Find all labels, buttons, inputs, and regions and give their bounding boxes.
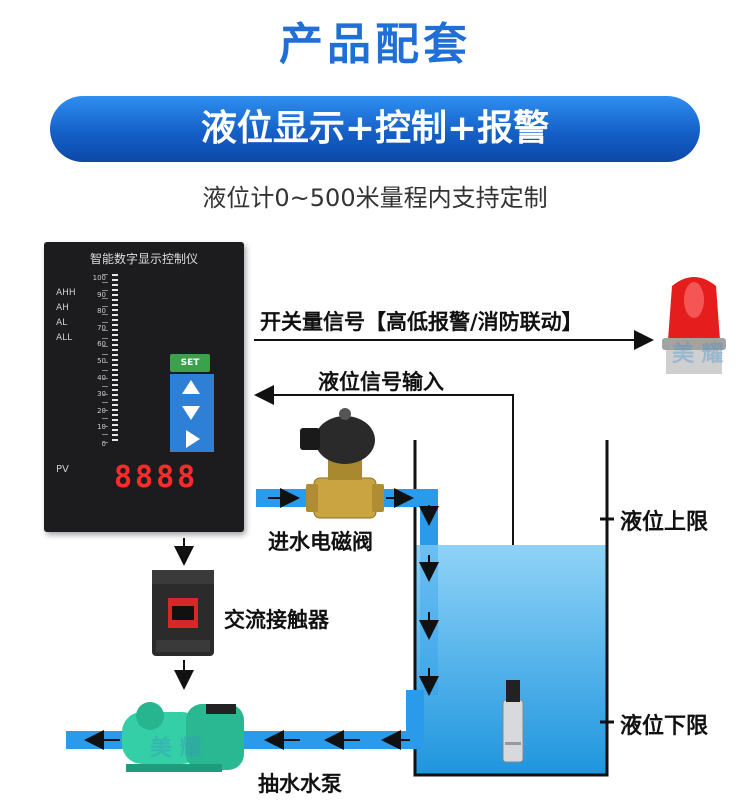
- valve-label: 进水电磁阀: [268, 530, 373, 554]
- pump-label: 抽水水泵: [258, 772, 342, 796]
- bargraph: [112, 274, 118, 444]
- alarm-label-ahh: AHH: [56, 288, 76, 298]
- scale-tick: 60: [86, 336, 106, 353]
- contactor-label: 交流接触器: [224, 608, 329, 632]
- water-pump-icon: [122, 702, 244, 772]
- controller-title: 智能数字显示控制仪: [89, 252, 198, 266]
- right-arrow-icon[interactable]: [186, 430, 200, 448]
- level-sensor-icon: [502, 680, 524, 763]
- scale-tick: 10: [86, 419, 106, 436]
- digital-controller: 智能数字显示控制仪 AHH AH AL ALL 100 90 80 70 60 …: [44, 242, 244, 532]
- upper-limit-label: 液位上限: [620, 510, 709, 535]
- scale-tick: 20: [86, 403, 106, 420]
- range-subtitle: 液位计0~500米量程内支持定制: [202, 184, 548, 212]
- watermark-pump: 美 耀: [150, 736, 202, 761]
- pv-label: PV: [56, 464, 69, 475]
- bar-scale: 100 90 80 70 60 50 40 30 20 10 0: [86, 270, 106, 453]
- solenoid-valve-icon: [300, 408, 384, 519]
- switch-signal-label: 开关量信号【高低报警/消防联动】: [260, 310, 583, 334]
- scale-tick: 50: [86, 353, 106, 370]
- alarm-label-al: AL: [56, 318, 68, 328]
- scale-tick: 90: [86, 287, 106, 304]
- set-button[interactable]: SET: [170, 354, 210, 372]
- up-arrow-icon[interactable]: [182, 380, 200, 394]
- page-title: 产品配套: [279, 19, 471, 70]
- led-display: 8888: [114, 460, 199, 495]
- lower-limit-label: 液位下限: [620, 714, 709, 739]
- alarm-light-icon: [662, 277, 726, 374]
- inlet-pipe: [256, 488, 439, 696]
- outlet-pipe: [66, 690, 424, 750]
- down-arrow-icon[interactable]: [182, 406, 200, 420]
- scale-tick: 80: [86, 303, 106, 320]
- level-input-label: 液位信号输入: [318, 370, 444, 394]
- keypad: [170, 374, 214, 452]
- feature-banner: 液位显示+控制+报警: [50, 96, 700, 162]
- contactor-icon: [152, 570, 214, 656]
- watermark-alarm: 美 耀: [672, 342, 724, 367]
- scale-tick: 30: [86, 386, 106, 403]
- alarm-label-all: ALL: [56, 333, 73, 343]
- alarm-label-ah: AH: [56, 303, 69, 313]
- alarm-labels: AHH AH AL ALL: [56, 286, 76, 346]
- scale-tick: 70: [86, 320, 106, 337]
- bargraph-ticks: [102, 274, 108, 444]
- scale-tick: 100: [92, 274, 106, 282]
- scale-tick: 40: [86, 370, 106, 387]
